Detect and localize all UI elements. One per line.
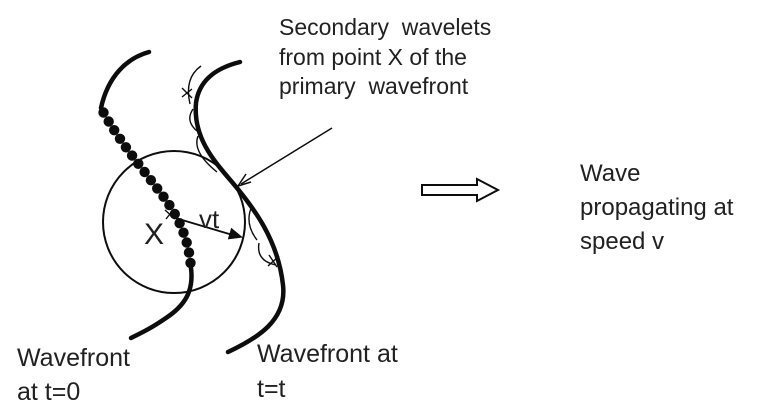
wavefront-tt-label: Wavefront at t=t	[257, 337, 398, 407]
wavelet-source-dot	[126, 150, 138, 161]
wave-propagation-label: Wave propagating at speed v	[580, 157, 733, 259]
wavelet-source-dot	[145, 175, 157, 186]
secondary-wavelet-arc-5	[257, 242, 277, 266]
tangent-marks	[164, 87, 280, 268]
secondary-wavelet-arc-1	[187, 65, 202, 105]
secondary-wavelets-label-line3: primary wavefront	[279, 73, 469, 99]
vt-arrow-line	[171, 216, 237, 237]
wavelet-source-dot	[98, 107, 109, 118]
tangent-x-mark-1	[181, 87, 193, 99]
wave-propagation-label-line2: propagating at	[580, 194, 734, 221]
secondary-wavelets-label-line2: from point X of the	[279, 43, 467, 70]
secondary-wavelet-arc-4	[248, 205, 258, 241]
wavelet-source-dot	[139, 166, 150, 178]
wavelet-source-dot	[103, 116, 114, 127]
wavefront-t0-upper-curve	[98, 49, 152, 111]
vt-label: vt	[199, 204, 220, 234]
wavelet-source-dot	[158, 191, 169, 202]
wavelet-source-dot	[181, 237, 192, 248]
secondary-wavelets-label: Secondary wavelets from point X of the p…	[279, 13, 491, 102]
secondary-wavelets-callout-arrow	[237, 127, 333, 187]
secondary-wavelet-circle	[102, 150, 246, 294]
wavefront-tt-label-line1: Wavefront at	[257, 340, 398, 368]
wavelet-source-dot	[114, 133, 126, 144]
tangent-x-mark-2	[267, 254, 280, 268]
wavelet-source-dot	[178, 227, 189, 238]
wavefront-t0-label: Wavefront at t=0	[17, 342, 130, 409]
point-x-label: X	[144, 218, 165, 251]
callout-arrow-line	[240, 127, 333, 185]
wavelet-source-dot	[109, 125, 120, 136]
vt-arrowhead-icon	[227, 227, 243, 240]
wave-propagation-label-line1: Wave	[580, 160, 641, 187]
secondary-wavelet-arc-2	[189, 108, 198, 132]
wavefront-tt-curve	[193, 59, 286, 355]
secondary-wavelets-label-line1: Secondary wavelets	[279, 14, 492, 40]
wavelet-source-dot	[120, 142, 132, 153]
wavefront-t0-lower-curve	[128, 265, 194, 341]
wavefront-t0-label-line2: at t=0	[17, 377, 81, 406]
wavefront-t0-label-line1: Wavefront	[17, 344, 131, 372]
wavelet-source-dot	[133, 158, 144, 169]
secondary-wavelet-arcs	[187, 65, 277, 266]
wave-direction-arrow-icon	[421, 177, 501, 203]
wave-propagation-label-line3: speed v	[580, 228, 665, 255]
wavefront-tt-label-line2: t=t	[257, 375, 286, 403]
wavelet-source-dot	[185, 257, 196, 269]
vt-radius-arrow	[171, 216, 243, 240]
wavelet-source-dot	[152, 183, 163, 194]
callout-arrowhead-icon	[237, 173, 252, 187]
wavelet-source-dot	[164, 199, 175, 211]
wavelet-source-dot	[183, 247, 195, 258]
secondary-wavelet-arc-3	[196, 135, 218, 173]
